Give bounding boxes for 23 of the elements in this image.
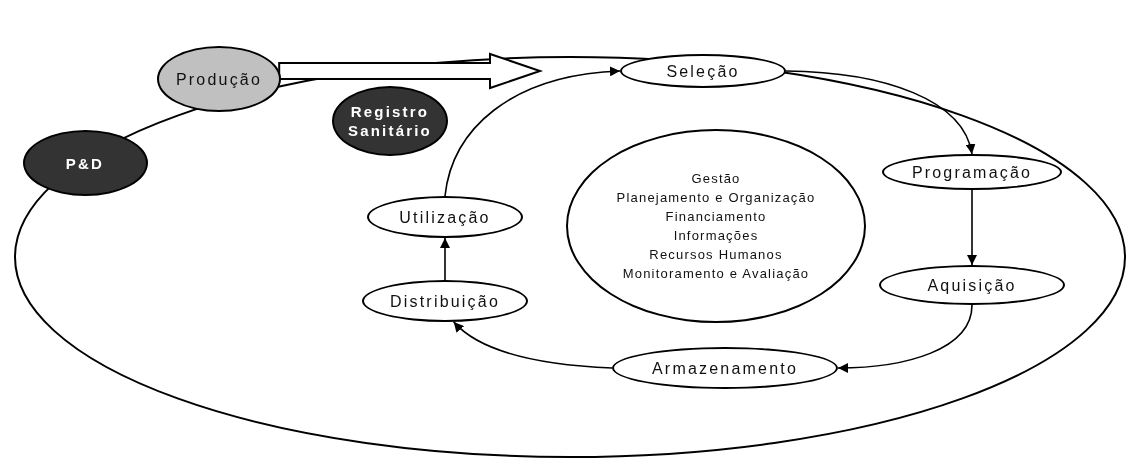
topic-text: Monitoramento e Avaliação	[622, 265, 810, 283]
stage-label: Armazenamento	[652, 358, 798, 378]
topic-text: Informações	[673, 227, 759, 245]
stage-label: Programação	[911, 162, 1033, 182]
block-arrow	[278, 52, 544, 90]
stage-ellipse	[882, 154, 1062, 190]
topic-text: Financiamento	[665, 208, 767, 226]
topic-text: Gestão	[691, 170, 741, 188]
stage-label: Registro Sanitário	[347, 102, 433, 140]
stage-label: Aquisição	[927, 275, 1017, 295]
topic-text: Planejamento e Organização	[616, 189, 816, 207]
arrow	[837, 304, 973, 373]
stage-label: P&D	[65, 153, 105, 173]
topic-text: Recursos Humanos	[649, 246, 783, 264]
stage-label: Produção	[175, 69, 263, 89]
stage-label: Utilização	[399, 207, 491, 227]
arrow	[785, 70, 975, 155]
arrow	[440, 237, 450, 281]
stage-label: Distribuição	[390, 291, 500, 311]
arrow	[967, 189, 977, 266]
arrow	[444, 66, 621, 197]
stage-label: Seleção	[666, 61, 740, 81]
arrow	[452, 321, 613, 369]
